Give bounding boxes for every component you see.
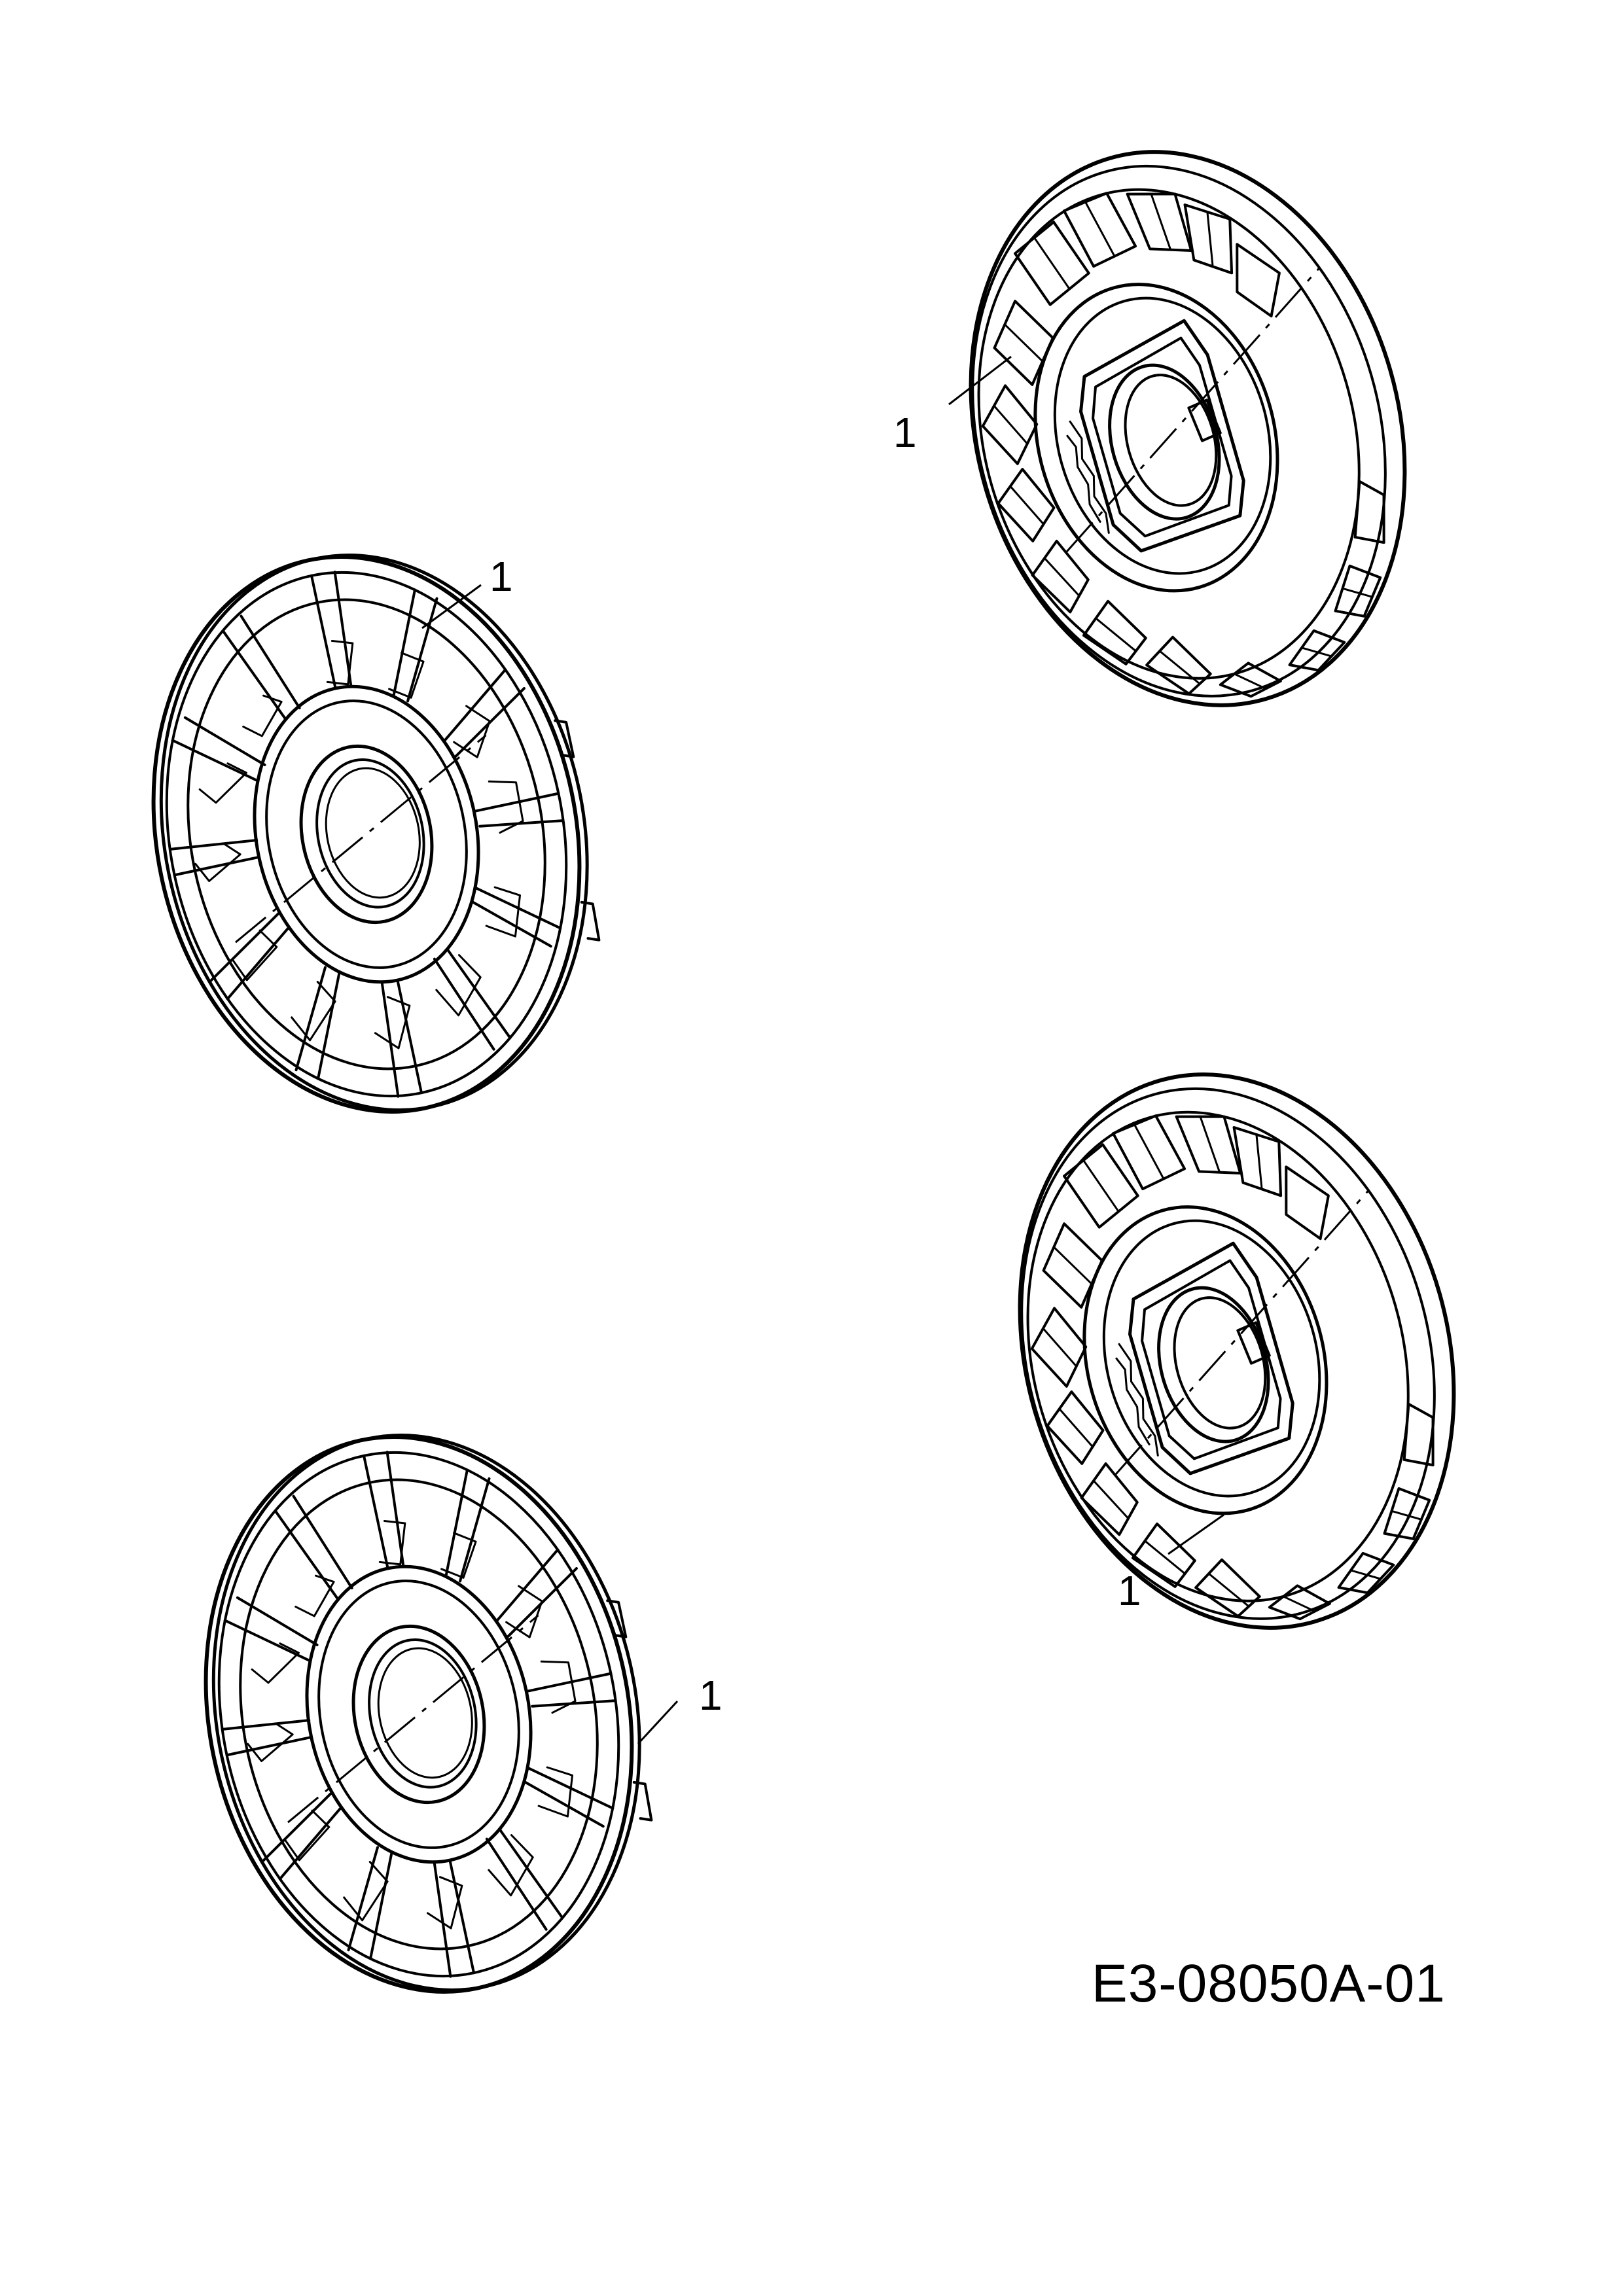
callout-label-front-upper: 1 — [490, 553, 513, 600]
hubcap-back-upper — [908, 100, 1468, 757]
callout-label-back-upper: 1 — [893, 409, 917, 456]
drawing-number: E3-08050A-01 — [1092, 1954, 1446, 2013]
hubcap-front-lower — [156, 1395, 691, 2032]
callout-label-front-lower: 1 — [699, 1672, 722, 1719]
callout-label-back-lower: 1 — [1118, 1567, 1141, 1614]
hubcap-front-upper — [103, 515, 639, 1152]
callout-leaders — [421, 355, 1224, 1745]
hubcap-back-lower — [957, 1023, 1517, 1680]
